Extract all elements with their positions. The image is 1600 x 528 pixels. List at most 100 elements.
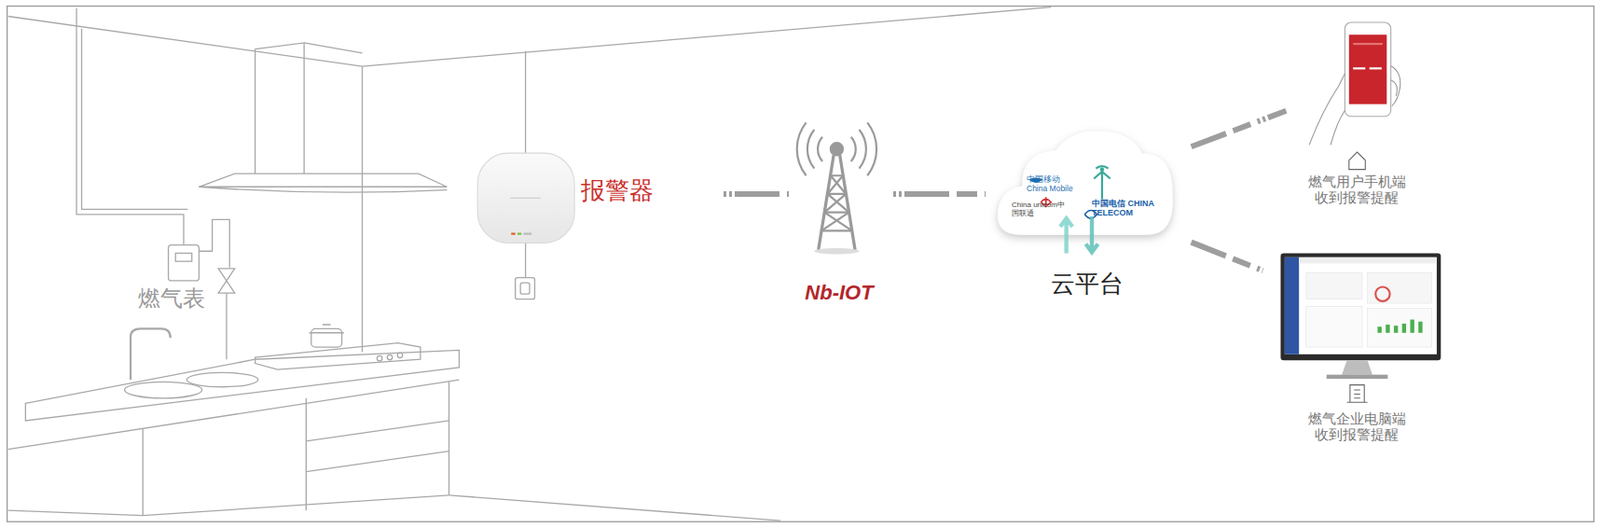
part-label: 燃气表 (136, 283, 207, 314)
phone-hand-part (1390, 65, 1401, 107)
kitchen-room (8, 7, 1051, 521)
nb-iot-tower-part (818, 154, 856, 250)
wall-outlet (515, 277, 536, 300)
nb-iot-tower-part (813, 248, 859, 255)
phone-node: 燃气用户手机端 收到报警提醒 (1291, 16, 1422, 210)
computer (1280, 252, 1441, 402)
computer-part (1402, 323, 1407, 333)
computer-part (1284, 257, 1437, 355)
counter-part (397, 352, 402, 358)
kitchen-room-part (449, 495, 782, 521)
counter-part (8, 379, 460, 449)
counter-part (305, 420, 449, 472)
alarm-device-part (517, 233, 522, 235)
sink (186, 372, 259, 387)
nb-iot-tower-part (807, 129, 867, 169)
gas-pipe-part (225, 292, 227, 359)
pot (311, 328, 343, 347)
alarm-device-part (510, 197, 541, 199)
phone-hand-part (1309, 71, 1346, 146)
alarm-device-part (510, 233, 515, 235)
computer-part (1298, 257, 1437, 264)
nb-iot-tower-part (821, 175, 853, 231)
gas-pipe-part (198, 219, 230, 267)
phone-hand-part (1349, 34, 1387, 104)
node-label: 燃气用户手机端 收到报警提醒 (1302, 173, 1411, 207)
counter (8, 324, 460, 516)
cloud (997, 130, 1173, 253)
computer-part (1341, 359, 1373, 374)
nb-iot-tower-part (797, 122, 877, 176)
range-hood-part (198, 186, 447, 193)
faucet (130, 328, 171, 380)
alarm-wiring-part (524, 242, 526, 277)
range-hood-part (255, 42, 305, 174)
counter-part (376, 355, 382, 360)
building-icon (1347, 385, 1368, 403)
range-hood-part (303, 42, 362, 54)
computer-part (1366, 308, 1432, 348)
kitchen-room-part (75, 8, 77, 29)
computer-part (1377, 326, 1381, 333)
devices (477, 22, 1441, 402)
node-label: 报警器 (580, 177, 654, 206)
computer-part (1280, 252, 1441, 360)
computer-part (1393, 325, 1398, 333)
gas-pipe-part (76, 28, 184, 246)
signal-link (1191, 242, 1264, 271)
node-label: Nb-IOT (794, 280, 884, 304)
computer-part (1366, 272, 1432, 304)
phone-hand-part (1344, 22, 1391, 117)
range-hood (198, 42, 447, 193)
signal-link (1191, 110, 1287, 148)
frame (7, 6, 1595, 523)
alarm-device-part (477, 152, 575, 243)
counter-part (8, 510, 143, 515)
nb-iot-tower-part (817, 137, 856, 162)
counter-part (142, 381, 449, 515)
gas-meter (168, 245, 200, 281)
computer-part (1284, 257, 1299, 355)
tower-node: Nb-IOT (794, 116, 888, 313)
computer-part (1418, 321, 1422, 333)
cloud-platform-node: 中国移动 China MobileChina unicom中国联通 中国电信 CH… (991, 124, 1187, 311)
cloud-part (997, 130, 1173, 235)
phone-hand-part (1369, 67, 1382, 69)
kitchen-room-part (8, 7, 1051, 67)
computer-part (1306, 272, 1363, 299)
gas-pipe-part (82, 28, 189, 210)
gas-valve (218, 268, 235, 293)
phone-hand-part (1330, 110, 1345, 145)
gas-pipe (76, 28, 235, 360)
cloud-part (1093, 165, 1111, 199)
alarm-device-part (523, 233, 532, 235)
alarm-device (477, 152, 575, 243)
computer-part (1409, 319, 1414, 333)
computer-part (1375, 287, 1390, 302)
logo-text: 中国移动 China Mobile (1026, 175, 1081, 194)
computer-part (1326, 374, 1389, 379)
nb-iot-tower-part (830, 142, 843, 155)
cloud-part (1100, 166, 1104, 171)
cloud-part (1085, 216, 1098, 252)
alarm-wiring-part (520, 282, 530, 294)
node-label: 燃气企业电脑端 收到报警提醒 (1302, 410, 1411, 443)
counter-part (309, 324, 345, 333)
logo-text: China unicom中国联通 (1011, 200, 1070, 218)
nb-iot-tower-part (821, 175, 853, 231)
computer-part (1385, 324, 1390, 333)
logo-text: 中国电信 CHINA TELECOM (1091, 198, 1165, 219)
computer-part (1306, 305, 1363, 347)
phone-hand (1309, 22, 1401, 170)
counter-part (142, 495, 449, 516)
node-label: 云平台 (991, 270, 1183, 299)
scene (7, 6, 1595, 523)
cloud-part (1060, 218, 1073, 253)
alarm-wiring-part (524, 51, 526, 156)
signal-link (893, 191, 986, 197)
nb-iot-tower (797, 122, 877, 254)
